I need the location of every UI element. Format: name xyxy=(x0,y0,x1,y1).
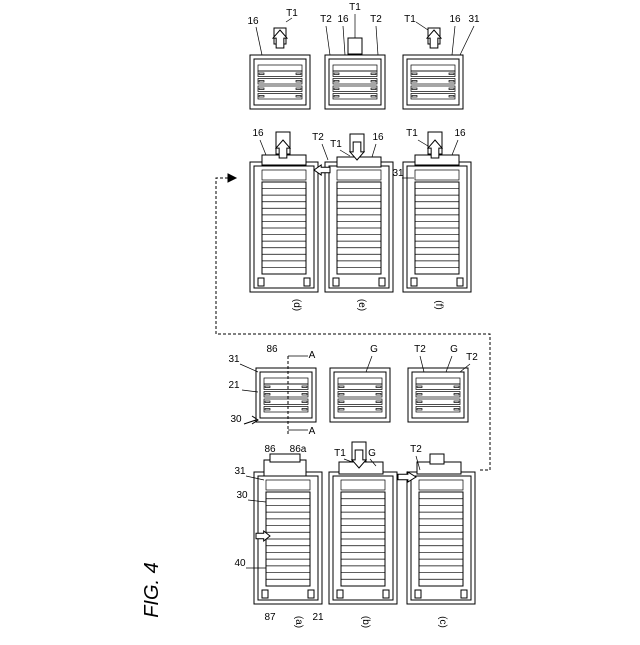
tank-d-inner xyxy=(254,166,314,288)
label-t2-tank-c: T2 xyxy=(410,444,422,455)
tank-d xyxy=(250,162,318,292)
label-86a-tank-a: 86a xyxy=(290,444,307,455)
small-unit-e xyxy=(325,55,385,109)
subfig-label-d: (d) xyxy=(291,299,302,311)
label-t2-top-e-right: T2 xyxy=(370,14,382,25)
tank-f-lid xyxy=(415,170,459,180)
tank-a-foot-right xyxy=(308,590,314,598)
label-t2-tank-e: T2 xyxy=(312,132,324,143)
tank-f-foot-right xyxy=(457,278,463,286)
label-t1-tank-e: T1 xyxy=(330,139,342,150)
label-21-small-a: 21 xyxy=(228,380,240,391)
figure-title: FIG. 4 xyxy=(141,562,163,618)
flow-arrowhead xyxy=(228,174,236,182)
tank-c-foot-right xyxy=(461,590,467,598)
terminal-tank-c xyxy=(430,454,444,464)
label-g-small-c: G xyxy=(450,344,458,355)
arrow-left-tank-e xyxy=(314,165,330,175)
tank-c-foot-left xyxy=(415,590,421,598)
label-t2-small-c-right: T2 xyxy=(466,352,478,363)
label-t1-top-d: T1 xyxy=(286,8,298,19)
tank-c-lid xyxy=(419,480,463,490)
label-16-tank-f: 16 xyxy=(454,128,466,139)
label-16-top-e: 16 xyxy=(337,14,349,25)
small-unit-d-lid xyxy=(258,65,302,71)
small-unit-f xyxy=(403,55,463,109)
tank-d-foot-right xyxy=(304,278,310,286)
tank-e-cap xyxy=(337,157,381,167)
small-unit-a xyxy=(256,368,316,422)
label-a-bottom: A xyxy=(309,426,316,437)
label-t1-tank-f: T1 xyxy=(406,128,418,139)
subfig-label-f: (f) xyxy=(433,300,444,309)
tank-d-lid xyxy=(262,170,306,180)
tank-b-foot-right xyxy=(383,590,389,598)
label-16-tank-d: 16 xyxy=(252,128,264,139)
tank-e-foot-right xyxy=(379,278,385,286)
small-unit-b xyxy=(330,368,390,422)
label-30-small-a: 30 xyxy=(230,414,242,425)
tank-c xyxy=(407,472,475,604)
tank-e xyxy=(325,162,393,292)
label-86-tank-a: 86 xyxy=(264,444,276,455)
subfig-label-e: (e) xyxy=(356,299,367,311)
label-16-top-f: 16 xyxy=(449,14,461,25)
label-86-small-a: 86 xyxy=(266,344,278,355)
tank-f-inner xyxy=(407,166,467,288)
small-unit-f-lid xyxy=(411,65,455,71)
tank-a-lid xyxy=(266,480,310,490)
label-a-top: A xyxy=(309,350,316,361)
tank-a-foot-left xyxy=(262,590,268,598)
small-unit-c xyxy=(408,368,468,422)
flow-connector xyxy=(216,178,490,470)
tank-d-foot-left xyxy=(258,278,264,286)
small-unit-d xyxy=(250,55,310,109)
tank-b-foot-left xyxy=(337,590,343,598)
tank-e-lid xyxy=(337,170,381,180)
tank-f-foot-left xyxy=(411,278,417,286)
tank-e-inner xyxy=(329,166,389,288)
label-31-small-a: 31 xyxy=(228,354,240,365)
label-87-tank-a: 87 xyxy=(264,612,276,623)
subfig-label-b: (b) xyxy=(360,616,371,628)
terminal-top-e xyxy=(348,38,362,54)
tank-f xyxy=(403,162,471,292)
label-g-tank-b: G xyxy=(368,448,376,459)
label-t1-top-f: T1 xyxy=(404,14,416,25)
tank-c-inner xyxy=(411,476,471,600)
label-31-tank-f: 31 xyxy=(392,168,404,179)
label-16-tank-e: 16 xyxy=(372,132,384,143)
label-40-tank-a: 40 xyxy=(234,558,246,569)
tank-b xyxy=(329,472,397,604)
small-unit-c-lid xyxy=(416,378,460,384)
tank-a-lid-86 xyxy=(270,454,300,462)
label-t1-tank-b: T1 xyxy=(334,448,346,459)
label-21-tank-a: 21 xyxy=(312,612,324,623)
label-31-tank-a: 31 xyxy=(234,466,246,477)
tank-b-inner xyxy=(333,476,393,600)
tank-b-lid xyxy=(341,480,385,490)
small-unit-b-lid xyxy=(338,378,382,384)
label-g-small-b: G xyxy=(370,344,378,355)
tank-e-foot-left xyxy=(333,278,339,286)
small-unit-e-lid xyxy=(333,65,377,71)
label-16-top-d: 16 xyxy=(247,16,259,27)
subfig-label-c: (c) xyxy=(437,616,448,628)
label-31-top-f: 31 xyxy=(468,14,480,25)
subfig-label-a: (a) xyxy=(293,616,304,628)
label-t1-top-e: T1 xyxy=(349,2,361,13)
label-t2-small-c-left: T2 xyxy=(414,344,426,355)
small-unit-a-lid xyxy=(264,378,308,384)
label-30-tank-a: 30 xyxy=(236,490,248,501)
label-t2-top-e-left: T2 xyxy=(320,14,332,25)
